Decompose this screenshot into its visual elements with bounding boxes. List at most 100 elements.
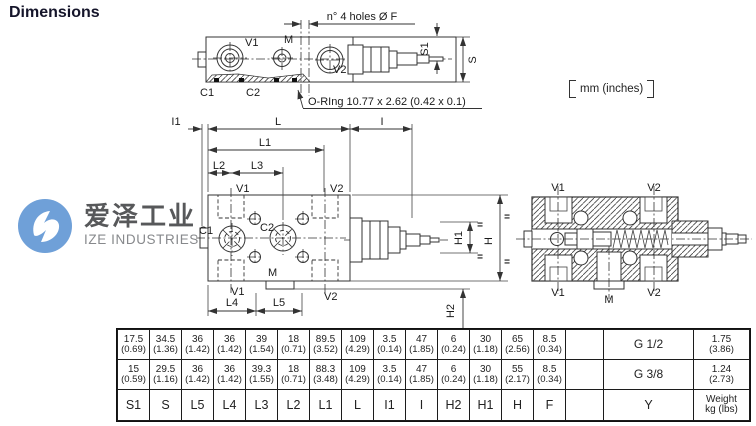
table-cell: 6(0.24) <box>437 359 470 390</box>
front-view-drawing: I1 L I L1 L2 L3 V1 V2 C1 C2 M L4 L5 V1 <box>171 116 510 330</box>
top-view-label-c1: C1 <box>200 87 214 99</box>
table-cell: 3.5(0.14) <box>373 359 406 390</box>
logo-text-en: IZE INDUSTRIES <box>84 232 199 247</box>
top-view-label-s: S <box>467 56 479 63</box>
top-view-label-c2: C2 <box>246 87 260 99</box>
table-cell: 3.5(0.14) <box>373 329 406 360</box>
equal-mark: = <box>477 220 483 231</box>
table-cell: 36(1.42) <box>181 329 214 360</box>
table-header-cell: F <box>533 389 566 421</box>
front-view-label-h1: H1 <box>453 231 465 245</box>
table-header-cell: L <box>341 389 374 421</box>
ize-logo: 爱泽工业 IZE INDUSTRIES <box>18 199 199 253</box>
equal-mark: = <box>504 257 510 268</box>
table-header-cell: S <box>149 389 182 421</box>
section-view-drawing: V1 V2 V1 M V2 <box>516 182 752 306</box>
table-cell: 47(1.85) <box>405 329 438 360</box>
section-view-label-v1-top: V1 <box>551 182 564 194</box>
table-header-cell: I1 <box>373 389 406 421</box>
dimension-table: 17.5(0.69)34.5(1.36)36(1.42)36(1.42)39(1… <box>116 328 751 422</box>
table-cell: 18(0.71) <box>277 359 310 390</box>
table-header-cell: H2 <box>437 389 470 421</box>
top-view-oring-note: O-RIng 10.77 x 2.62 (0.42 x 0.1) <box>308 96 466 108</box>
table-cell: 88.3(3.48) <box>309 359 342 390</box>
section-view-label-v1-bot: V1 <box>551 287 564 299</box>
front-view-label-l4: L4 <box>226 297 238 309</box>
table-cell: 47(1.85) <box>405 359 438 390</box>
front-view-label-v2-top: V2 <box>330 183 343 195</box>
units-note: mm (inches) <box>569 80 655 98</box>
front-view-label-v2-bot: V2 <box>324 291 337 303</box>
table-cell <box>565 329 604 360</box>
table-cell: 55(2.17) <box>501 359 534 390</box>
table-header-cell: L1 <box>309 389 342 421</box>
table-header-cell <box>565 389 604 421</box>
front-view-label-i1: I1 <box>171 116 180 128</box>
logo-text-cn: 爱泽工业 <box>84 201 197 231</box>
section-view-label-v2-bot: V2 <box>647 287 660 299</box>
table-row: 15(0.59)29.5(1.16)36(1.42)36(1.42)39.3(1… <box>117 359 750 390</box>
table-cell: 30(1.18) <box>469 359 502 390</box>
table-cell: 36(1.42) <box>181 359 214 390</box>
ize-logo-icon <box>18 199 72 253</box>
front-view-label-c2: C2 <box>260 222 274 234</box>
top-view-label-m: M <box>284 34 293 46</box>
table-cell: 8.5(0.34) <box>533 329 566 360</box>
front-view-label-m: M <box>268 267 277 279</box>
table-header-cell: H1 <box>469 389 502 421</box>
page-title: Dimensions <box>9 4 100 21</box>
equal-mark: = <box>504 212 510 223</box>
top-view-label-v2: V2 <box>333 64 346 76</box>
table-header-cell: S1 <box>117 389 150 421</box>
table-cell: 89.5(3.52) <box>309 329 342 360</box>
table-cell: 109(4.29) <box>341 359 374 390</box>
table-cell: 6(0.24) <box>437 329 470 360</box>
section-view-label-v2-top: V2 <box>647 182 660 194</box>
table-cell: 39(1.54) <box>245 329 278 360</box>
front-view-label-v1-bot: V1 <box>231 286 244 298</box>
table-cell: 18(0.71) <box>277 329 310 360</box>
dimension-table-body: 17.5(0.69)34.5(1.36)36(1.42)36(1.42)39(1… <box>117 329 750 421</box>
table-cell: 17.5(0.69) <box>117 329 150 360</box>
table-header-cell: L5 <box>181 389 214 421</box>
table-cell: 29.5(1.16) <box>149 359 182 390</box>
table-header-cell: L4 <box>213 389 246 421</box>
table-cell: 36(1.42) <box>213 329 246 360</box>
front-view-label-l5: L5 <box>273 297 285 309</box>
front-view-label-h: H <box>483 237 495 245</box>
front-view-label-h2: H2 <box>445 304 457 318</box>
equal-mark: = <box>477 252 483 263</box>
table-header-cell: Y <box>603 389 694 421</box>
technical-drawing: n° 4 holes Ø F O-RIng 10.77 x 2.62 (0.42… <box>171 11 752 330</box>
table-cell: G 3/8 <box>603 359 694 390</box>
front-view-label-i: I <box>380 116 383 128</box>
section-view-label-m: M <box>604 294 613 306</box>
table-header-cell: L3 <box>245 389 278 421</box>
top-view-holes-note: n° 4 holes Ø F <box>327 11 398 23</box>
table-cell <box>565 359 604 390</box>
table-cell: 1.24(2.73) <box>693 359 750 390</box>
top-view-drawing: n° 4 holes Ø F O-RIng 10.77 x 2.62 (0.42… <box>192 11 482 109</box>
top-view-label-v1: V1 <box>245 37 258 49</box>
top-view-label-s1: S1 <box>419 42 431 55</box>
front-view-label-l3: L3 <box>251 160 263 172</box>
front-view-label-l: L <box>275 116 281 128</box>
table-cell: 1.75(3.86) <box>693 329 750 360</box>
table-header-cell: H <box>501 389 534 421</box>
front-view-label-l2: L2 <box>213 160 225 172</box>
table-cell: 65(2.56) <box>501 329 534 360</box>
table-header-cell: I <box>405 389 438 421</box>
table-cell: 39.3(1.55) <box>245 359 278 390</box>
table-cell: 36(1.42) <box>213 359 246 390</box>
table-cell: 8.5(0.34) <box>533 359 566 390</box>
table-header-cell: L2 <box>277 389 310 421</box>
table-cell: 34.5(1.36) <box>149 329 182 360</box>
table-cell: G 1/2 <box>603 329 694 360</box>
table-row: 17.5(0.69)34.5(1.36)36(1.42)36(1.42)39(1… <box>117 329 750 360</box>
table-cell: 15(0.59) <box>117 359 150 390</box>
front-view-label-l1: L1 <box>259 137 271 149</box>
front-view-label-c1: C1 <box>199 225 213 237</box>
